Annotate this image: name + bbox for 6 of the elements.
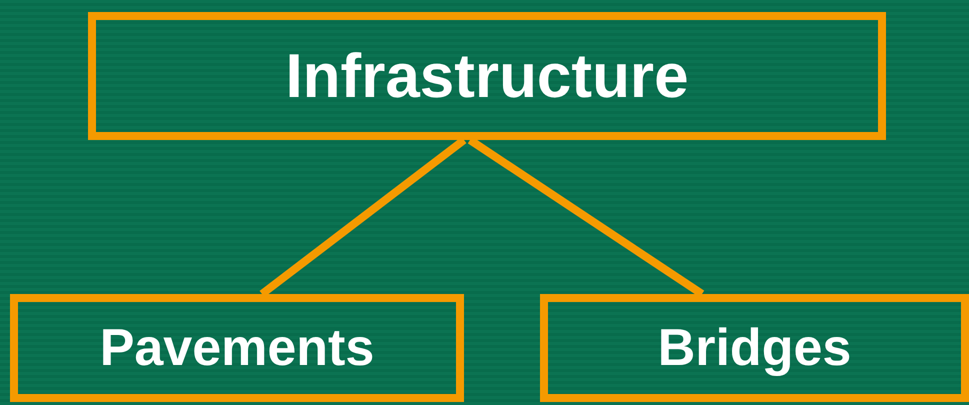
node-label: Bridges	[658, 318, 852, 378]
category-box	[88, 12, 886, 140]
node-label: Infrastructure	[285, 40, 689, 112]
category-box	[10, 294, 464, 402]
node-label: Pavements	[100, 318, 374, 378]
category-box	[540, 294, 969, 402]
